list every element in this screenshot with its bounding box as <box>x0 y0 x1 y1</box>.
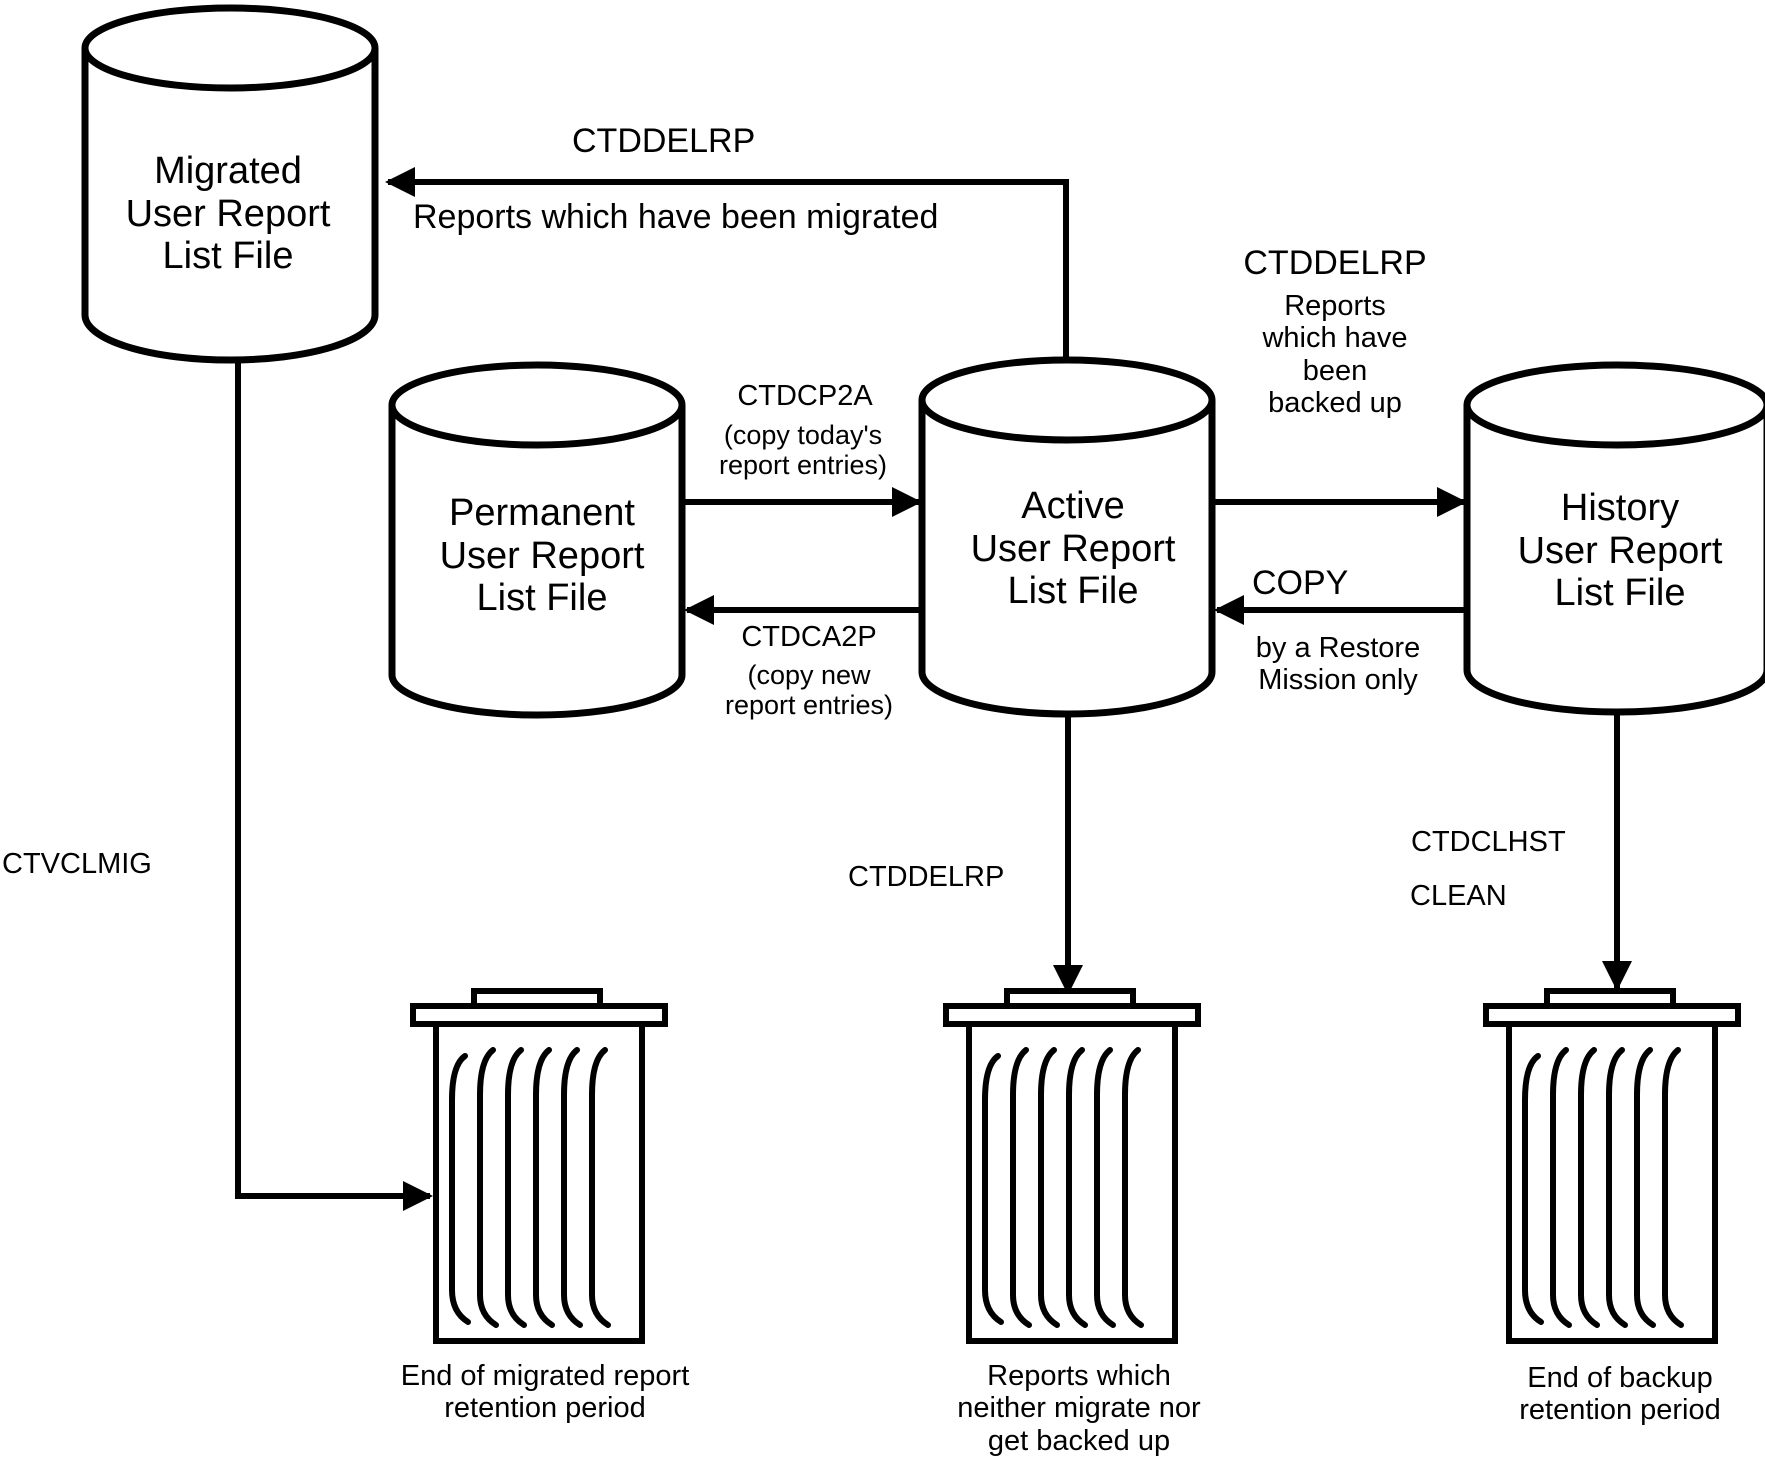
history-bin-caption: End of backup retention period <box>1519 1362 1721 1427</box>
history-file-label: History User Report List File <box>1517 487 1723 615</box>
active-bin-caption: Reports which neither migrate nor get ba… <box>957 1360 1201 1457</box>
migrated-file-label: Migrated User Report List File <box>125 150 331 278</box>
permanent-file-cylinder <box>388 361 686 719</box>
active-retention-trash-icon <box>943 988 1201 1344</box>
history-file-cylinder <box>1463 361 1765 716</box>
history-to-active-program: COPY <box>1252 564 1349 602</box>
migrated-file-cylinder <box>81 4 379 364</box>
migrated-bin-caption: End of migrated report retention period <box>400 1360 690 1425</box>
active-delete-program: CTDDELRP <box>848 861 1005 893</box>
active-to-history-note: Reports which have been backed up <box>1262 290 1408 420</box>
active-file-label: Active User Report List File <box>970 485 1176 613</box>
active-to-migrated-arrow <box>385 167 1069 360</box>
history-cleanup-program: CTDCLHST <box>1411 826 1566 858</box>
active-to-migrated-program: CTDDELRP <box>572 122 756 160</box>
permanent-to-active-note: (copy today's report entries) <box>718 420 888 481</box>
active-to-permanent-program: CTDCA2P <box>741 621 877 653</box>
migrated-cleanup-program: CTVCLMIG <box>2 848 152 880</box>
history-to-active-note: by a Restore Mission only <box>1255 632 1421 697</box>
permanent-to-active-program: CTDCP2A <box>737 380 873 412</box>
active-to-migrated-note: Reports which have been migrated <box>413 198 939 236</box>
history-clean-command: CLEAN <box>1410 880 1507 912</box>
migrated-retention-trash-icon <box>410 988 668 1344</box>
permanent-file-label: Permanent User Report List File <box>439 492 645 620</box>
migrated-to-bin-arrow <box>235 362 433 1211</box>
active-to-history-program: CTDDELRP <box>1243 244 1427 282</box>
active-to-permanent-note: (copy new report entries) <box>724 660 894 721</box>
history-retention-trash-icon <box>1483 988 1741 1344</box>
